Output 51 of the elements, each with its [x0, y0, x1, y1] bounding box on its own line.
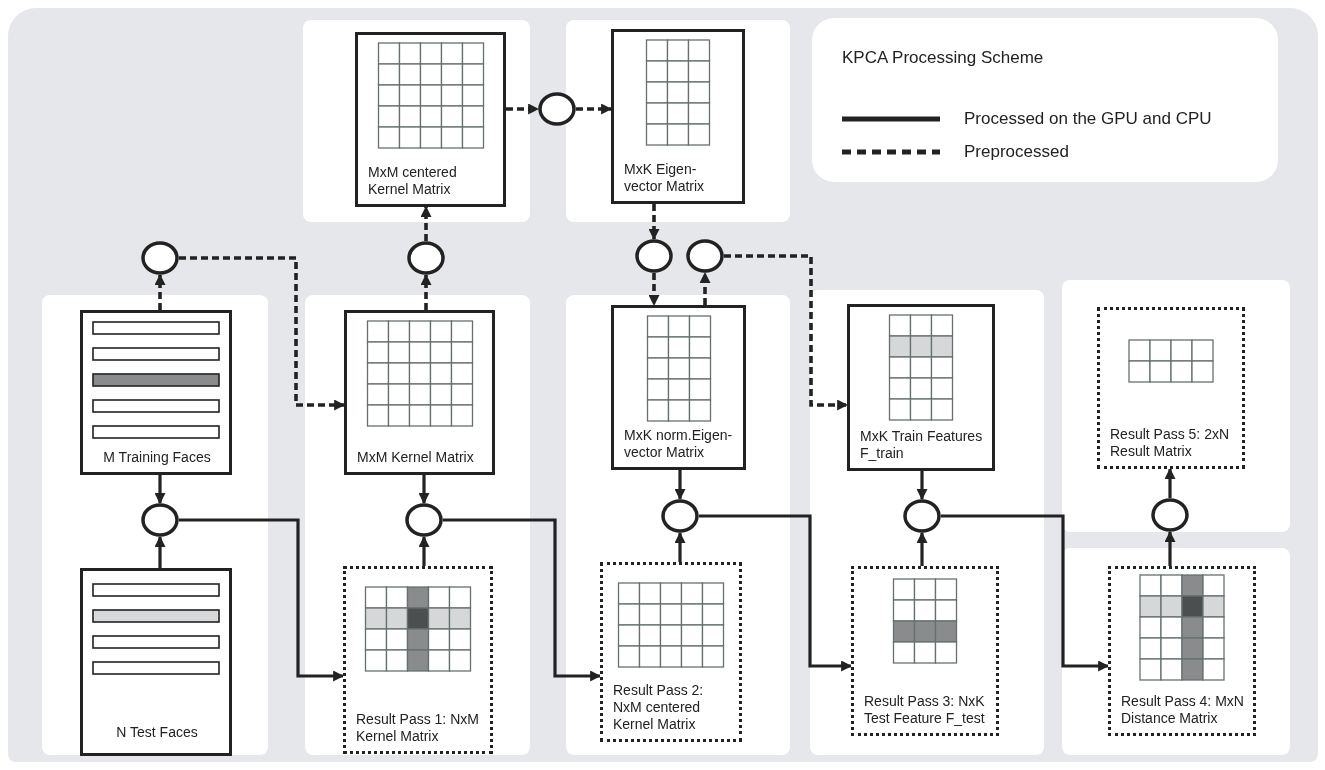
matrix-box — [355, 32, 506, 207]
dashed-arrow — [506, 103, 540, 115]
arrow — [418, 475, 430, 505]
arrow — [154, 535, 166, 568]
arrow — [941, 514, 1110, 672]
node-label: MxK Eigen-vector Matrix — [624, 161, 706, 195]
node-label: Result Pass 3: NxK Test Feature F_test — [864, 693, 986, 727]
node-label: MxM centered Kernel Matrix — [368, 164, 458, 198]
node-label: M Training Faces — [102, 449, 212, 466]
matrix-box — [344, 310, 495, 475]
matrix-box — [611, 29, 745, 204]
arrow — [154, 475, 166, 505]
matrix-box — [847, 304, 995, 471]
node-label: MxM Kernel Matrix — [357, 449, 475, 466]
legend-label: Preprocessed — [964, 142, 1069, 162]
matrix-box — [611, 305, 746, 470]
dashed-arrow — [154, 273, 166, 310]
node-label: Result Pass 4: MxN Distance Matrix — [1121, 693, 1245, 727]
node-label: Result Pass 1: NxM Kernel Matrix — [356, 711, 480, 745]
result-box — [600, 562, 742, 742]
result-box — [1108, 566, 1256, 736]
arrow — [443, 518, 602, 682]
legend-title: KPCA Processing Scheme — [842, 48, 1044, 68]
arrow — [674, 470, 686, 501]
node-label: MxK Train Features F_train — [860, 428, 984, 462]
arrow — [916, 531, 928, 566]
arrow — [699, 514, 853, 672]
dashed-arrow — [648, 273, 660, 307]
dashed-arrow — [576, 103, 613, 115]
arrow — [418, 535, 430, 566]
node-label: Result Pass 2: NxM centered Kernel Matrix — [613, 682, 705, 733]
dashed-arrow — [699, 271, 711, 305]
arrow — [1164, 530, 1176, 566]
result-box — [851, 566, 999, 736]
result-box — [343, 566, 493, 754]
arrow — [1164, 467, 1176, 498]
result-box — [1097, 307, 1245, 469]
dashed-arrow — [179, 256, 346, 411]
legend-label: Processed on the GPU and CPU — [964, 109, 1212, 129]
dashed-arrow — [648, 204, 660, 241]
node-label: N Test Faces — [115, 724, 199, 741]
node-label: MxK norm.Eigen-vector Matrix — [624, 427, 734, 461]
arrow — [916, 471, 928, 501]
node-label: Result Pass 5: 2xN Result Matrix — [1110, 426, 1231, 460]
arrow — [179, 518, 345, 682]
arrow — [674, 531, 686, 562]
matrix-box — [80, 568, 232, 756]
matrix-box — [80, 310, 232, 475]
dashed-arrow — [420, 273, 432, 310]
dashed-arrow — [724, 254, 849, 411]
dashed-arrow — [420, 205, 432, 241]
